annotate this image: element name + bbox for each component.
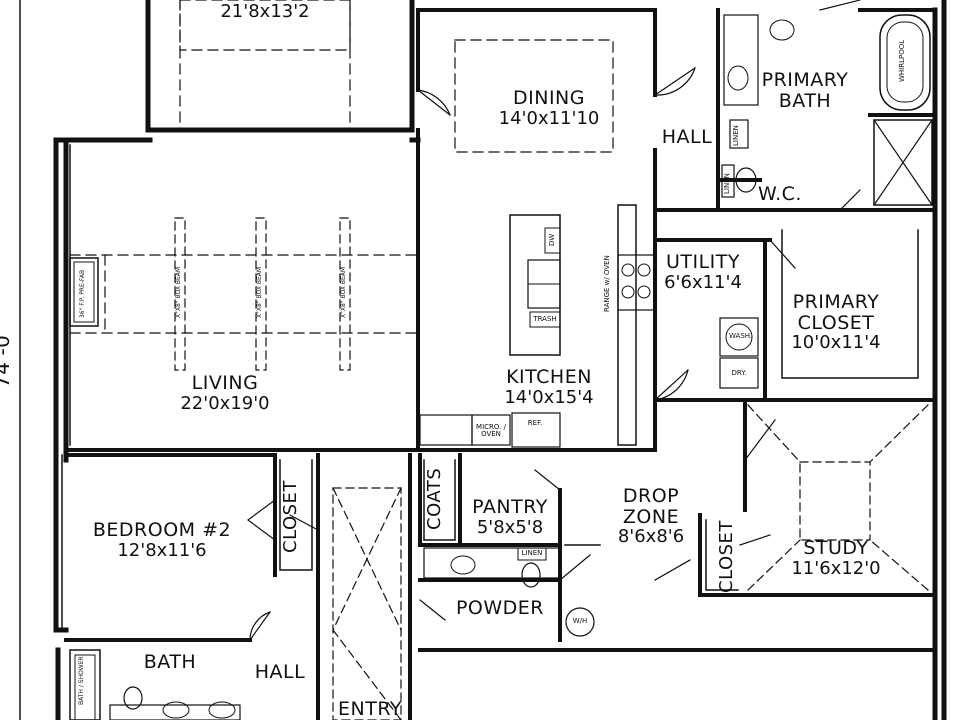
- entry-label: ENTRY: [330, 699, 410, 720]
- study-dims: 11'6x12'0: [791, 557, 881, 579]
- dry-tag: DRY.: [731, 369, 747, 377]
- primary-closet-label: PRIMARY CLOSET 10'0x11'4: [776, 292, 896, 352]
- wc-name: W.C.: [758, 183, 802, 205]
- closet-bed2-label: CLOSET: [280, 480, 301, 553]
- garage-label: 21'8x13'2: [195, 1, 335, 22]
- kitchen-label: KITCHEN 14'0x15'4: [486, 367, 612, 407]
- kitchen-dims: 14'0x15'4: [504, 386, 594, 408]
- range-tag: RANGE w/ OVEN: [603, 255, 611, 312]
- dw-tag: DW: [548, 233, 556, 246]
- powder-name: POWDER: [455, 597, 545, 619]
- micro-tag: MICRO. / OVEN: [476, 423, 506, 438]
- linen-wc-tag: LINEN: [723, 173, 731, 194]
- wash-tag: WASH.: [729, 332, 753, 340]
- primary-closet-dims: 10'0x11'4: [791, 332, 881, 354]
- tub-shower-tag: BATH / SHOWER: [78, 656, 85, 705]
- bedroom2-dims: 12'8x11'6: [117, 539, 207, 561]
- hall-lower-name: HALL: [254, 661, 306, 683]
- bath-label: BATH: [130, 652, 210, 673]
- box-beam-tag-1: X"X8" BOX BEAM: [175, 266, 182, 318]
- garage-dims: 21'8x13'2: [220, 1, 310, 22]
- bedroom2-name: BEDROOM #2: [92, 519, 232, 541]
- hall-upper-name: HALL: [661, 126, 713, 148]
- living-dims: 22'0x19'0: [180, 392, 270, 414]
- whirlpool-tag: WHIRLPOOL: [898, 39, 906, 82]
- hall-upper-label: HALL: [656, 127, 718, 148]
- bath-name: BATH: [143, 651, 197, 673]
- linen-bath-tag: LINEN: [732, 125, 740, 146]
- coats-label: COATS: [424, 467, 445, 530]
- dining-dims: 14'0x11'10: [498, 107, 600, 129]
- primary-bath-name-2: BATH: [778, 89, 832, 112]
- drop-zone-dims: 8'6x8'6: [617, 526, 685, 548]
- drop-zone-name-2: ZONE: [622, 505, 680, 528]
- utility-label: UTILITY 6'6x11'4: [655, 252, 751, 292]
- primary-closet-name-1: PRIMARY: [792, 291, 880, 313]
- study-name: STUDY: [803, 537, 869, 559]
- ref-tag: REF.: [527, 419, 543, 427]
- linen-powder-tag: LINEN: [521, 549, 543, 557]
- primary-bath-label: PRIMARY BATH: [745, 70, 865, 111]
- closet-study-label: CLOSET: [716, 520, 737, 593]
- utility-dims: 6'6x11'4: [664, 271, 742, 293]
- primary-closet-name-2: CLOSET: [797, 311, 875, 334]
- drop-zone-label: DROP ZONE 8'6x8'6: [605, 486, 697, 546]
- dining-name: DINING: [513, 87, 585, 109]
- overall-dimension-label: 74'-0": [0, 324, 14, 388]
- kitchen-name: KITCHEN: [506, 366, 592, 388]
- drop-zone-name-1: DROP: [622, 485, 680, 507]
- living-label: LIVING 22'0x19'0: [160, 373, 290, 413]
- exterior-walls: [53, 0, 947, 720]
- fireplace-tag: 36" F.P. PRE-FAB: [79, 269, 86, 318]
- study-label: STUDY 11'6x12'0: [780, 538, 892, 578]
- primary-bath-name-1: PRIMARY: [761, 69, 849, 91]
- entry-name: ENTRY: [338, 698, 402, 720]
- wh-tag: W/H: [572, 617, 588, 625]
- box-beam-tag-3: X"X8" BOX BEAM: [340, 266, 347, 318]
- powder-label: POWDER: [440, 598, 560, 619]
- hall-lower-label: HALL: [245, 662, 315, 683]
- dining-label: DINING 14'0x11'10: [474, 88, 624, 128]
- living-name: LIVING: [191, 372, 259, 394]
- bedroom2-label: BEDROOM #2 12'8x11'6: [82, 520, 242, 560]
- pantry-label: PANTRY 5'8x5'8: [460, 497, 560, 537]
- wc-label: W.C.: [750, 184, 810, 205]
- interior-walls: [64, 8, 937, 720]
- trash-tag: TRASH: [533, 315, 557, 323]
- pantry-name: PANTRY: [472, 496, 548, 518]
- pantry-dims: 5'8x5'8: [476, 516, 544, 538]
- utility-name: UTILITY: [665, 251, 741, 273]
- box-beam-tag-2: X"X8" BOX BEAM: [256, 266, 263, 318]
